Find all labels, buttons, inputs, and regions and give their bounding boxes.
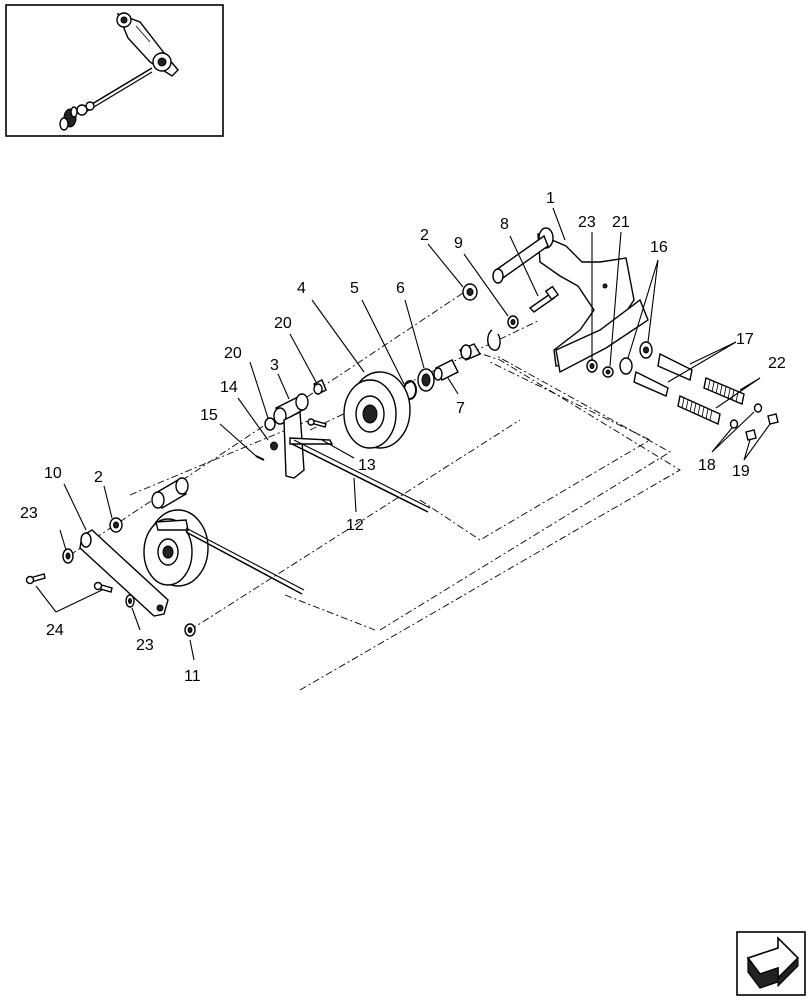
callout-11: 11 [184,668,201,685]
bolt [528,285,560,313]
callout-24: 24 [46,622,64,639]
washer-23-left [62,548,74,564]
callout-4: 4 [297,280,306,297]
callout-2: 2 [420,227,429,244]
callout-22: 22 [768,355,786,372]
spacer-20-lower [264,417,276,431]
callout-3: 3 [270,357,279,374]
callout-23: 23 [578,214,596,231]
idler-pulley-lower [143,509,209,587]
callout-23: 23 [136,637,154,654]
springs-22 [677,377,745,425]
washer-2-top [462,283,478,301]
nut-21 [602,366,614,378]
nuts-19 [745,413,779,441]
callout-9: 9 [454,235,463,252]
callouts: 1 2 2 3 4 5 6 7 8 9 10 11 12 13 14 15 16… [20,190,786,685]
callout-20: 20 [224,345,242,362]
callout-16: 16 [650,239,668,256]
tension-rod-lower [185,527,305,595]
bolt-13 [307,418,327,428]
washer-23-right [586,359,598,373]
callout-1: 1 [546,190,555,207]
idler-arm-lower [79,477,189,617]
callout-2: 2 [94,469,103,486]
nut-14 [270,441,278,451]
nuts-18 [729,403,763,429]
idler-arm-upper [273,393,334,479]
washer-9 [507,315,519,329]
callout-19: 19 [732,463,750,480]
idler-pulley-upper [343,371,411,449]
washer-2-lower [109,517,123,533]
bolt-24b [93,581,113,593]
callout-10: 10 [44,465,62,482]
locator-thumbnail-icon[interactable] [5,4,224,137]
bushing [433,343,482,381]
washers-16 [619,341,653,375]
tension-rod [291,439,431,513]
callout-20: 20 [274,315,292,332]
washer-11 [184,623,196,637]
spacer-20-upper [313,379,327,395]
bolt-24a [25,573,46,585]
callout-18: 18 [698,457,716,474]
washer-23-lower [125,594,135,608]
callout-17: 17 [736,331,754,348]
bearing [417,368,435,392]
callout-8: 8 [500,216,509,233]
next-page-arrow-icon[interactable] [736,931,806,996]
callout-5: 5 [350,280,359,297]
callout-13: 13 [358,457,376,474]
callout-15: 15 [200,407,218,424]
callout-21: 21 [612,214,630,231]
callout-14: 14 [220,379,238,396]
cotter-pin-15 [255,455,265,461]
spring-brackets-17 [633,352,693,397]
main-bracket [492,227,649,374]
callout-23: 23 [20,505,38,522]
leader-lines [35,207,771,661]
callout-7: 7 [456,400,465,417]
callout-6: 6 [396,280,405,297]
callout-12: 12 [346,517,364,534]
snap-ring [487,329,501,351]
